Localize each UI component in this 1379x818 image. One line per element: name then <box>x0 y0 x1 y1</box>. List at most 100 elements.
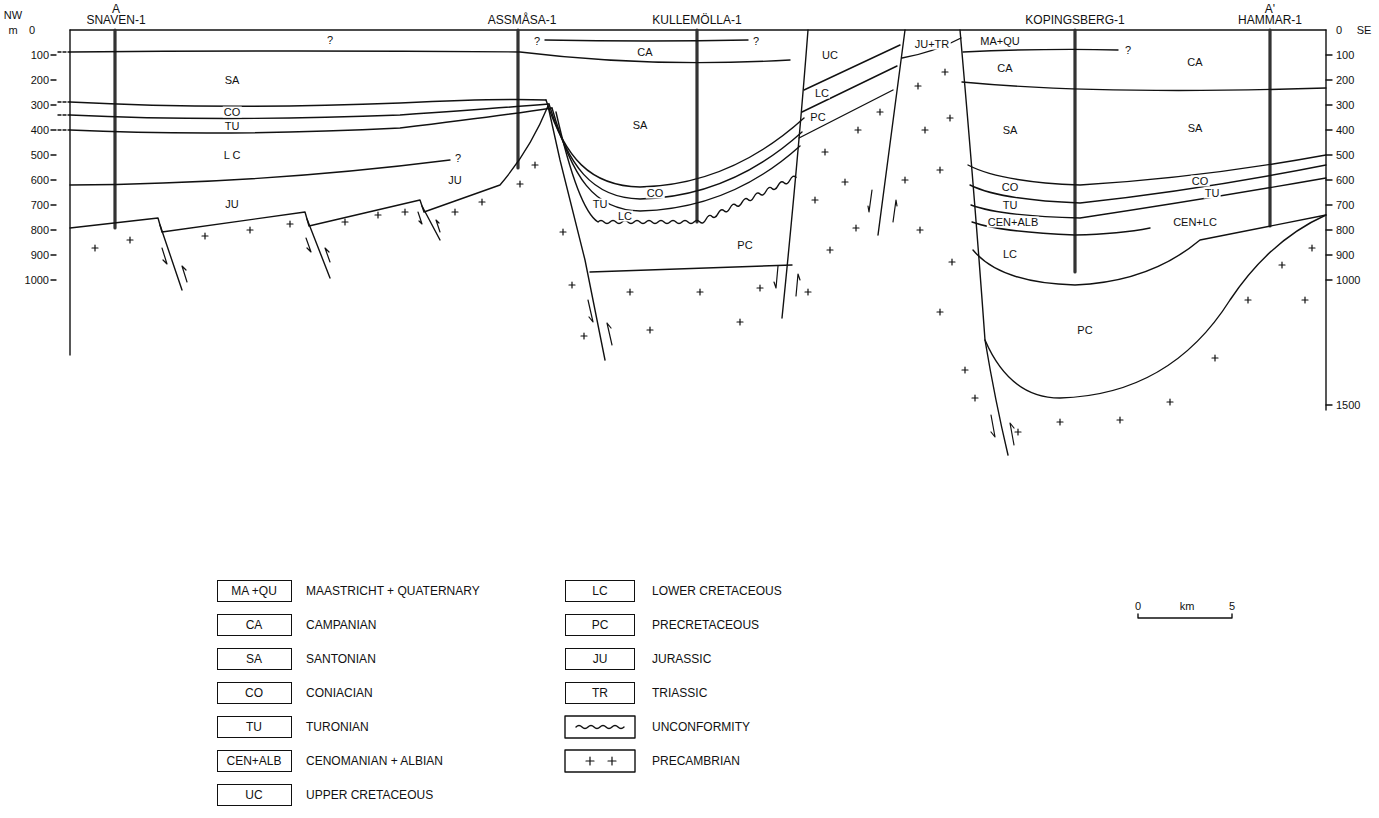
depth-value: 300 <box>1335 100 1355 111</box>
formation-label: MA+QU <box>979 36 1020 47</box>
depth-value: 600 <box>1335 175 1355 186</box>
well-name: KULLEMÖLLA-1 <box>651 14 742 26</box>
formation-label: JU+TR <box>914 39 951 50</box>
well-name: KOPINGSBERG-1 <box>1024 14 1125 26</box>
formation-label: LC <box>617 211 633 222</box>
legend-key-box: UC <box>217 784 292 806</box>
formation-label: PC <box>1076 325 1093 336</box>
formation-label: CA <box>1186 57 1203 68</box>
axis-ticks <box>1326 55 1332 405</box>
well-name: HAMMAR-1 <box>1237 14 1303 26</box>
legend-text: UNCONFORMITY <box>652 721 750 733</box>
legend-text: TRIASSIC <box>652 687 707 699</box>
legend-text: CONIACIAN <box>306 687 373 699</box>
formation-boundary <box>70 104 549 119</box>
legend-text: JURASSIC <box>652 653 711 665</box>
legend-sample-box <box>565 750 635 772</box>
legend-key-box: LC <box>565 580 635 602</box>
depth-value: 100 <box>1335 50 1355 61</box>
formation-code: CEN+ALB <box>226 755 281 767</box>
fault-slip-arrow <box>162 190 1014 445</box>
unit-label: m <box>7 25 18 36</box>
compass-label: NW <box>3 10 23 21</box>
formation-boundary <box>70 160 450 185</box>
depth-axis <box>69 30 70 355</box>
formation-code: LC <box>592 585 607 597</box>
depth-value: 300 <box>30 100 50 111</box>
unconformity-line <box>556 112 796 224</box>
formation-label: TU <box>592 199 609 210</box>
formation-code: CA <box>246 619 263 631</box>
unconformity-sample <box>576 726 624 729</box>
formation-boundary <box>70 99 546 106</box>
formation-label: JU <box>224 199 239 210</box>
formation-label: TU <box>1002 200 1019 211</box>
formation-label: JU <box>447 175 462 186</box>
formation-label: PC <box>809 112 826 123</box>
depth-value: 800 <box>30 225 50 236</box>
legend-text: PRECAMBRIAN <box>652 755 740 767</box>
formation-code: TU <box>246 721 262 733</box>
formation-label: CA <box>636 47 653 58</box>
formation-code: MA +QU <box>231 585 277 597</box>
scale-label: km <box>1179 601 1196 612</box>
formation-boundary <box>545 40 748 41</box>
formation-label: LC <box>814 88 830 99</box>
legend-key-box: CA <box>217 614 292 636</box>
formation-label: TU <box>224 121 241 132</box>
scale-label: 0 <box>1134 601 1142 612</box>
well-name: SNAVEN-1 <box>85 14 146 26</box>
legend-text: MAASTRICHT + QUATERNARY <box>306 585 480 597</box>
formation-label: CO <box>1191 176 1210 187</box>
formation-label: UC <box>821 50 839 61</box>
formation-boundary <box>546 100 804 187</box>
legend-key-box: PC <box>565 614 635 636</box>
fault-line <box>960 30 1008 455</box>
legend-key-box: CO <box>217 682 292 704</box>
compass-label: SE <box>1356 25 1373 36</box>
formation-label: TU <box>1204 188 1221 199</box>
scale-bar <box>1138 614 1232 618</box>
formation-label: CO <box>1001 182 1020 193</box>
extrapolated-boundary <box>58 52 70 130</box>
legend-key-box: JU <box>565 648 635 670</box>
depth-value: 400 <box>1335 125 1355 136</box>
depth-value: 700 <box>1335 200 1355 211</box>
well-bore <box>115 30 1270 272</box>
formation-code: SA <box>246 653 262 665</box>
legend-key-box: SA <box>217 648 292 670</box>
formation-label: SA <box>1002 125 1019 136</box>
legend-text: UPPER CRETACEOUS <box>306 789 433 801</box>
formation-label: ? <box>752 36 760 47</box>
axis-ticks <box>51 55 56 280</box>
legend-text: CAMPANIAN <box>306 619 376 631</box>
formation-boundary <box>549 104 802 199</box>
formation-label: ? <box>454 153 462 164</box>
depth-value: 100 <box>30 50 50 61</box>
depth-value: 200 <box>1335 75 1355 86</box>
formation-label: CA <box>996 63 1013 74</box>
depth-value: 1500 <box>1335 400 1361 411</box>
formation-boundary <box>968 155 1326 185</box>
formation-label: LC <box>1002 249 1018 260</box>
formation-boundary <box>804 45 900 90</box>
depth-axis <box>1325 30 1326 410</box>
legend-text: SANTONIAN <box>306 653 376 665</box>
precambrian-sample <box>586 757 616 765</box>
formation-label: PC <box>736 240 753 251</box>
formation-code: TR <box>592 687 608 699</box>
legend-key-box: MA +QU <box>217 580 292 602</box>
formation-label: CO <box>223 107 242 118</box>
formation-label: CEN+ALB <box>987 217 1039 228</box>
depth-value: 900 <box>1335 250 1355 261</box>
formation-boundary <box>70 51 790 63</box>
formation-label: ? <box>1124 45 1132 56</box>
depth-value: 900 <box>30 250 50 261</box>
formation-label: ? <box>326 35 334 46</box>
formation-label: ? <box>533 36 541 47</box>
legend-text: PRECRETACEOUS <box>652 619 759 631</box>
fault-line <box>878 30 905 235</box>
legend-text: TURONIAN <box>306 721 369 733</box>
formation-boundary <box>70 108 552 133</box>
